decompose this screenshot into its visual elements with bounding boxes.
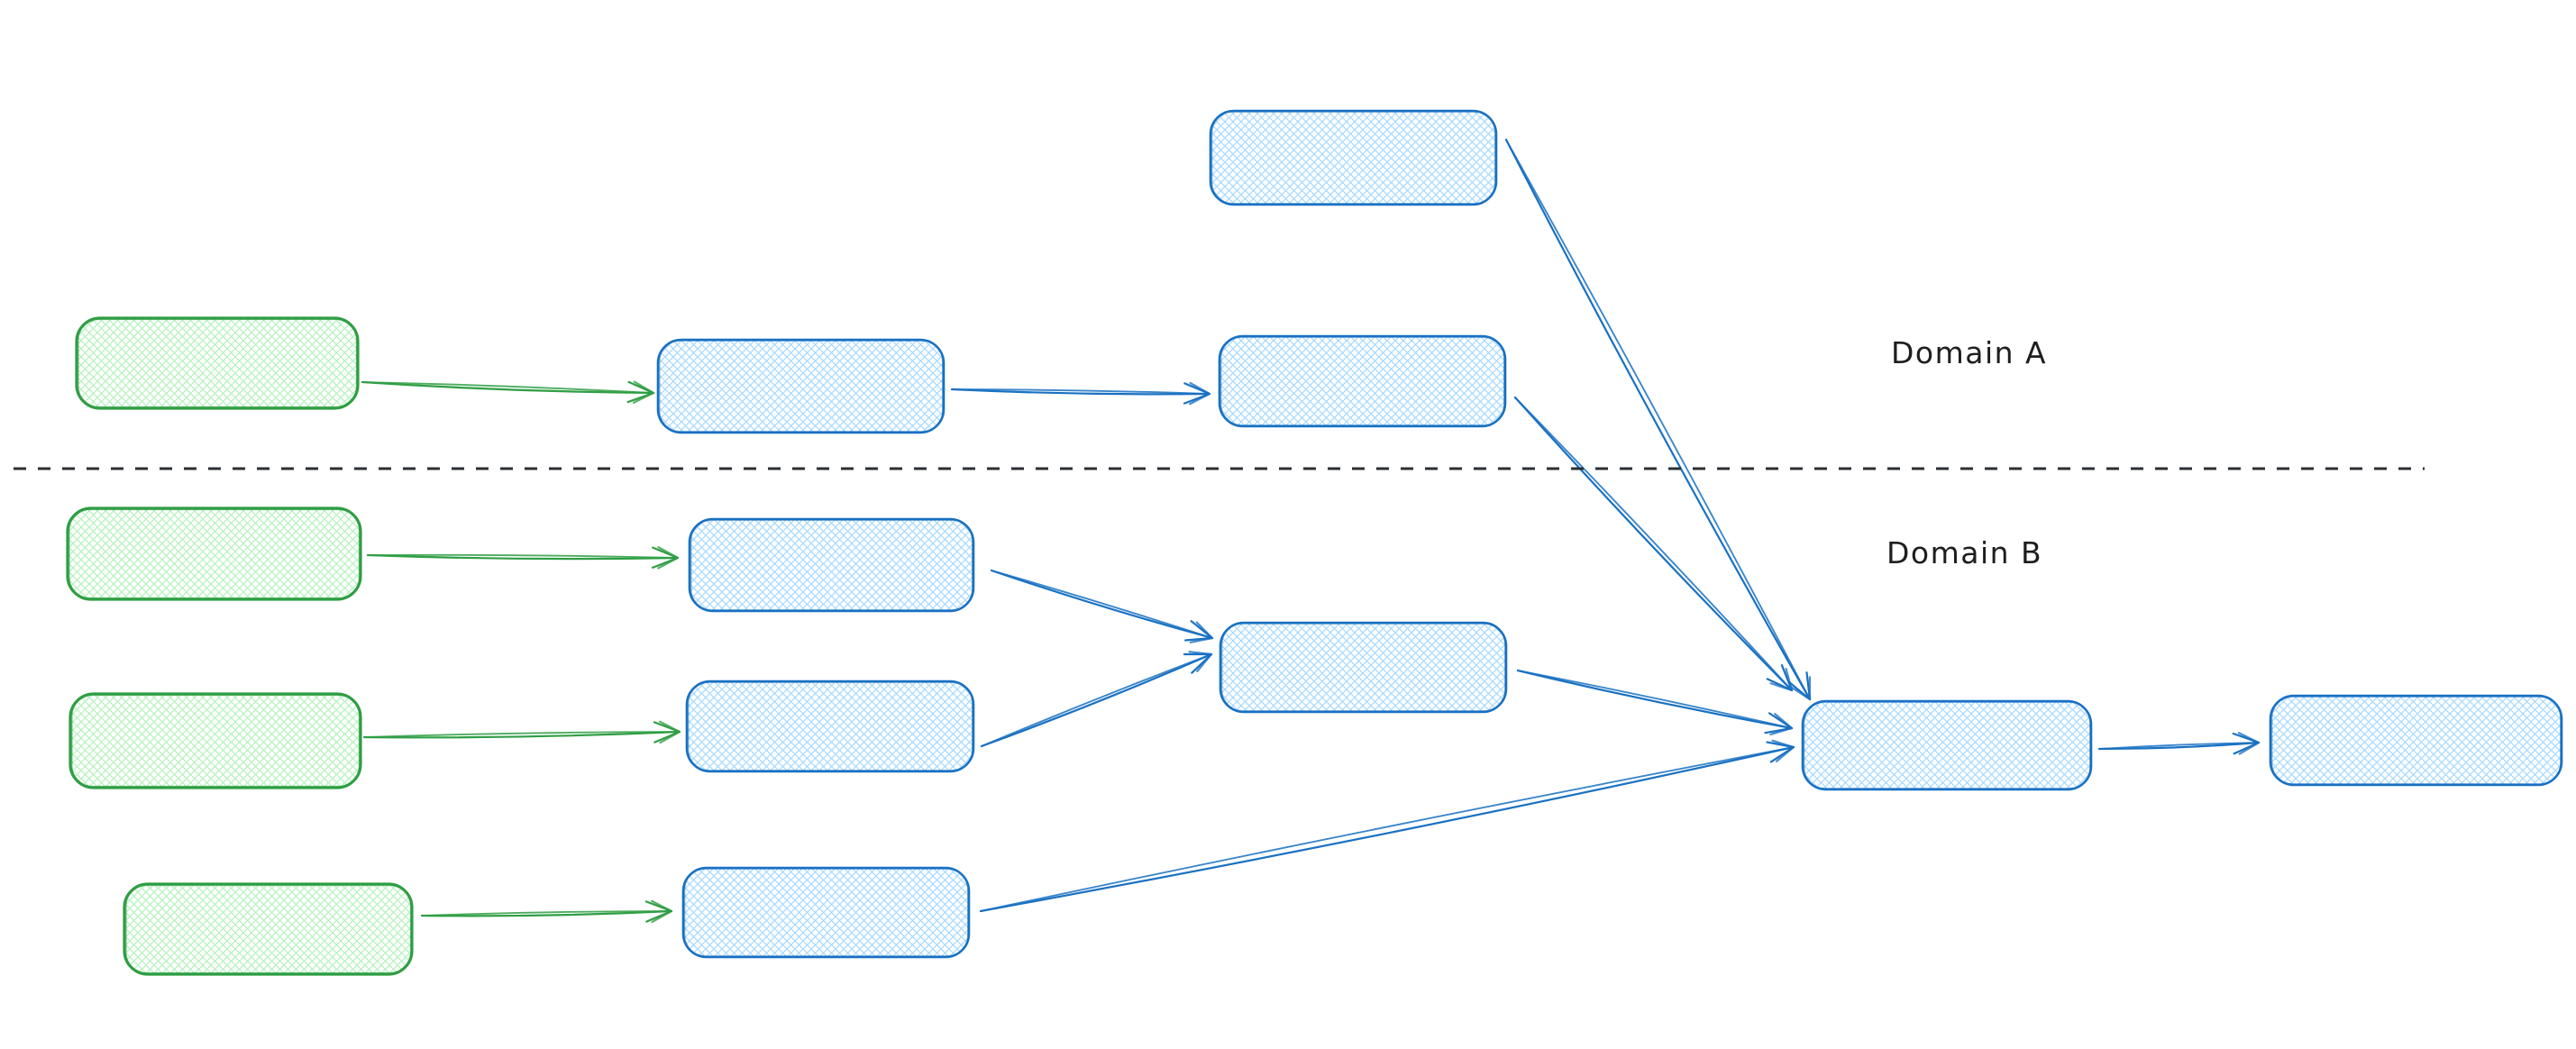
- node-domain-b-step-1: [688, 517, 975, 613]
- arrow-sink-to-output: [2097, 732, 2261, 755]
- domain-b-label: Domain B: [1886, 535, 2042, 570]
- arrow-a-step1-to-step2: [950, 381, 1211, 406]
- node-domain-b-step-2: [685, 680, 975, 773]
- node-domain-b-merge: [1219, 621, 1508, 714]
- node-domain-b-source-1: [66, 506, 362, 601]
- arrow-layer: [361, 138, 2261, 924]
- arrow-b-source3-to-step3: [420, 899, 673, 924]
- node-layer: [66, 109, 2563, 976]
- arrow-a-source-to-step1: [361, 380, 655, 404]
- node-sink-box: [1801, 699, 2093, 791]
- domain-a-label: Domain A: [1891, 335, 2047, 370]
- node-domain-a-step-1: [656, 338, 945, 434]
- arrow-top-to-sink: [1504, 138, 1812, 701]
- node-domain-b-source-2: [69, 692, 362, 789]
- node-domain-b-step-3: [681, 866, 971, 959]
- node-domain-b-source-3: [123, 882, 414, 976]
- arrow-b-step3-to-sink: [979, 739, 1795, 913]
- arrow-b-merge-to-sink: [1516, 669, 1794, 736]
- arrow-b-source1-to-step1: [366, 546, 680, 570]
- node-output-box: [2269, 694, 2563, 787]
- arrow-b-step1-to-merge: [990, 569, 1214, 643]
- arrow-b-step2-to-merge: [980, 651, 1213, 748]
- arrow-b-source2-to-step2: [362, 720, 681, 744]
- node-domain-a-step-2: [1218, 334, 1507, 428]
- arrow-a-step2-to-sink: [1513, 396, 1794, 692]
- node-external-input-top: [1209, 109, 1498, 206]
- node-domain-a-source: [75, 316, 360, 410]
